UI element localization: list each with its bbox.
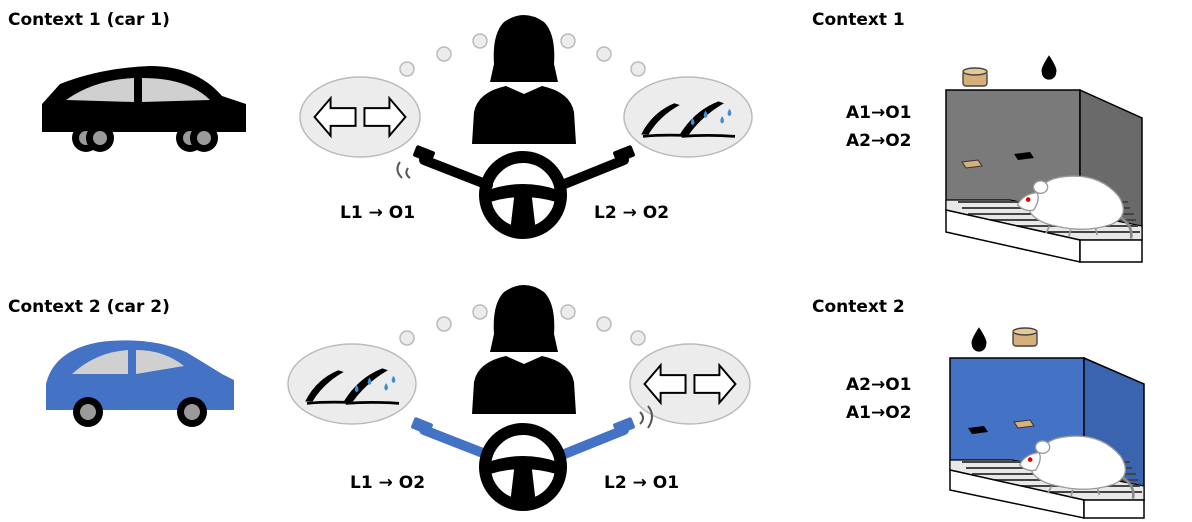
context1-rule-left: L1 → O1	[340, 203, 415, 223]
lever-left	[396, 145, 493, 190]
thought-dots	[399, 304, 646, 346]
wiper-bubble	[623, 76, 753, 158]
context1-rule-right: L2 → O2	[594, 203, 669, 223]
context2-rule-right: L2 → O1	[604, 473, 679, 493]
person-icon	[472, 285, 576, 414]
context1-rat-rule-2: A2→O2	[846, 131, 912, 151]
steering-wheel-icon	[485, 157, 561, 233]
context2-rule-left: L1 → O2	[350, 473, 425, 493]
context1-rat-title: Context 1	[812, 10, 905, 30]
lever-right	[557, 145, 635, 190]
context2-car-title: Context 2 (car 2)	[8, 297, 170, 317]
water-drop-icon	[971, 327, 987, 352]
context1-car-title: Context 1 (car 1)	[8, 10, 170, 30]
thought-dots	[399, 33, 646, 77]
steering-wheel-icon	[485, 429, 561, 505]
car-icon	[46, 340, 234, 427]
person-icon	[472, 15, 576, 144]
operant-box-icon	[945, 88, 1143, 263]
context1-rat-rule-1: A1→O1	[846, 103, 912, 123]
food-pellet-icon	[1012, 327, 1038, 347]
context2-rat-title: Context 2	[812, 297, 905, 317]
context2-rat-rule-1: A2→O1	[846, 375, 912, 395]
water-drop-icon	[1041, 55, 1057, 80]
turn-signal-bubble	[629, 343, 751, 425]
car-icon	[42, 66, 246, 152]
context2-rat-rule-2: A1→O2	[846, 403, 912, 423]
lever-right	[557, 405, 653, 460]
wiper-bubble	[287, 343, 417, 425]
turn-signal-bubble	[299, 76, 421, 158]
operant-box-icon	[949, 356, 1145, 519]
lever-left	[411, 417, 493, 460]
food-pellet-icon	[962, 67, 988, 87]
